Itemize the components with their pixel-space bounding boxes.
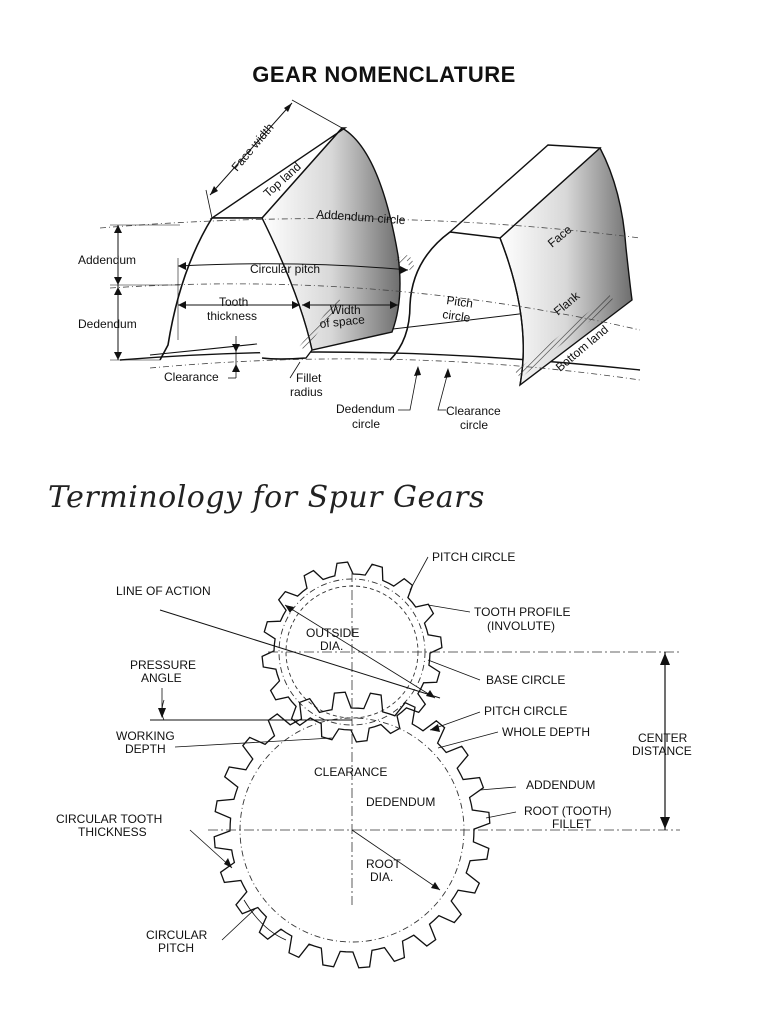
- rim-bottom-edge: [119, 351, 641, 371]
- center-lines: [208, 572, 680, 905]
- small-gear: [261, 561, 443, 743]
- pitch-circle-label: circle: [442, 307, 472, 325]
- circular-pitch-label: PITCH: [158, 941, 194, 955]
- working-depth-label: DEPTH: [125, 742, 166, 756]
- gear-nomenclature-diagram: Face width Top land Addendum circle Face…: [78, 99, 641, 432]
- circular-pitch-dimension: [177, 258, 409, 340]
- spur-terminology-panel: Terminology for Spur Gears: [0, 460, 768, 1024]
- involute-label: (INVOLUTE): [487, 619, 555, 633]
- outside-dia-leader: [284, 604, 436, 699]
- clearance-marker: [228, 336, 240, 379]
- root-tooth-label: ROOT (TOOTH): [524, 804, 612, 818]
- width-label: Width: [330, 303, 361, 317]
- addendum-label: Addendum: [78, 253, 136, 267]
- clearance-circle-label: Clearance: [446, 404, 501, 418]
- angle-label: ANGLE: [141, 671, 182, 685]
- tooth-thickness-label: thickness: [207, 309, 257, 323]
- whole-depth-label: WHOLE DEPTH: [502, 725, 590, 739]
- clearance-circle-label-2: circle: [460, 418, 488, 432]
- distance-label: DISTANCE: [632, 744, 692, 758]
- root-dia-label: DIA.: [370, 870, 393, 884]
- clearance-circle-line: [149, 358, 641, 381]
- circular-pitch-label: Circular pitch: [250, 262, 320, 276]
- addendum-circle-label: Addendum circle: [316, 207, 406, 227]
- root-dia-leader: [351, 829, 441, 891]
- clearance-circle-leader: [437, 371, 449, 411]
- dedendum-label: Dedendum: [78, 317, 137, 331]
- small-gear-outline: [261, 561, 443, 743]
- line-of-action: [159, 609, 441, 699]
- gear-nomenclature-panel: GEAR NOMENCLATURE: [0, 0, 768, 460]
- center-distance-dimension: [660, 652, 670, 830]
- right-tooth: [389, 144, 633, 387]
- pitch-circle-mid-label: PITCH CIRCLE: [484, 704, 567, 718]
- large-gear: [213, 691, 491, 969]
- of-space-label: of space: [319, 312, 366, 331]
- dedendum-label: DEDENDUM: [366, 795, 435, 809]
- clearance-label: CLEARANCE: [314, 765, 387, 779]
- root-label: ROOT: [366, 857, 401, 871]
- addendum-dedendum-dimension: [110, 224, 180, 361]
- line-of-action-label: LINE OF ACTION: [116, 584, 211, 598]
- dedendum-circle-label: Dedendum: [336, 402, 395, 416]
- working-label: WORKING: [116, 729, 175, 743]
- tooth-profile-label: TOOTH PROFILE: [474, 605, 570, 619]
- root-fillet-label: FILLET: [552, 817, 592, 831]
- face-width-dimension: [205, 99, 343, 219]
- center-label: CENTER: [638, 731, 688, 745]
- addendum-label: ADDENDUM: [526, 778, 595, 792]
- spur-terminology-title: Terminology for Spur Gears: [48, 480, 485, 515]
- outside-label: OUTSIDE: [306, 626, 359, 640]
- pitch-circle-line: [109, 283, 641, 331]
- circular-tooth-label: CIRCULAR TOOTH: [56, 812, 162, 826]
- large-gear-outline: [213, 691, 491, 969]
- outside-dia-label: DIA.: [320, 639, 343, 653]
- fillet-leader: [289, 361, 301, 379]
- clearance-label: Clearance: [164, 370, 219, 384]
- left-tooth: [159, 127, 401, 361]
- fillet-radius-label: radius: [290, 385, 323, 399]
- thickness-label: THICKNESS: [78, 825, 147, 839]
- pitch-label: Pitch: [446, 293, 474, 311]
- circular-label: CIRCULAR: [146, 928, 208, 942]
- pressure-label: PRESSURE: [130, 658, 196, 672]
- spur-gear-diagram: PITCH CIRCLE LINE OF ACTION TOOTH PROFIL…: [56, 550, 692, 969]
- fillet-label: Fillet: [296, 371, 322, 385]
- addendum-circle-line: [99, 218, 641, 239]
- pitch-circle-top-label: PITCH CIRCLE: [432, 550, 515, 564]
- tooth-label: Tooth: [219, 295, 248, 309]
- leader-lines: [174, 556, 517, 941]
- base-circle-label: BASE CIRCLE: [486, 673, 565, 687]
- face-width-label: Face width: [229, 120, 277, 173]
- dedendum-circle-label-2: circle: [352, 417, 380, 431]
- tooth-thickness-dimension: [178, 301, 398, 309]
- dedendum-circle-leader: [398, 367, 419, 411]
- gear-nomenclature-title: GEAR NOMENCLATURE: [252, 62, 516, 87]
